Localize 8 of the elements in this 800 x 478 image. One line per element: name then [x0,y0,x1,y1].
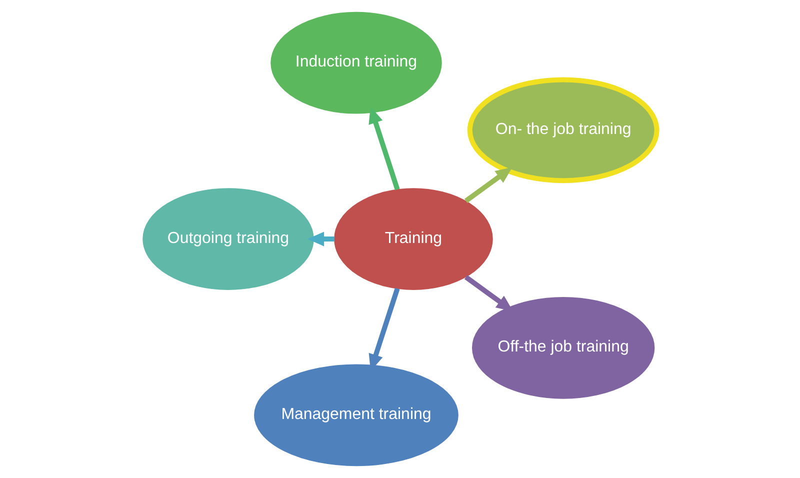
arrow [464,167,512,203]
node-ellipse: Management training [254,364,458,466]
arrow [307,232,334,246]
arrow [368,106,400,190]
node-ellipse: Outgoing training [142,188,314,290]
arrow [464,275,514,312]
node-ellipse: Induction training [270,12,442,114]
node-ellipse: Training [334,188,493,290]
